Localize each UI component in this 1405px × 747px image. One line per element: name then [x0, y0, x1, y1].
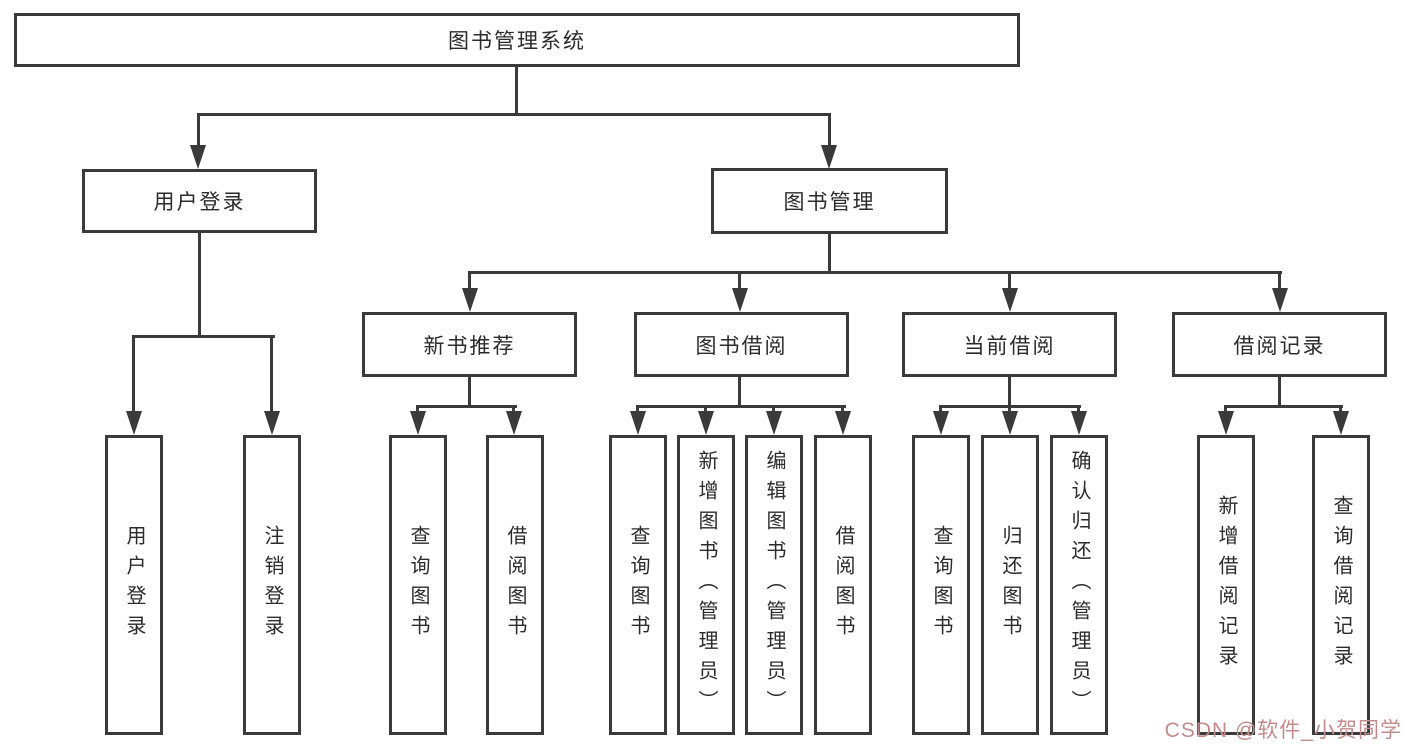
arrow-down-c2 — [698, 411, 714, 435]
connector-book-borrowing-stem — [738, 377, 741, 408]
arrow-down-c4 — [835, 411, 851, 435]
connector-drop-c2 — [704, 405, 707, 415]
leaf-label: 确认归还（管理员） — [1068, 450, 1090, 720]
connector-root-bar — [197, 113, 831, 116]
connector-drop-login-leaf — [132, 335, 135, 412]
arrow-down-login-leaf — [126, 411, 142, 435]
leaf-label: 新增借阅记录 — [1215, 495, 1237, 675]
node-borrowing-records: 借阅记录 — [1172, 312, 1387, 377]
connector-drop-book-management — [828, 113, 831, 147]
leaf-query-books-borrowing: 查询图书 — [609, 435, 667, 735]
connector-drop-c1 — [636, 405, 639, 415]
node-label: 用户登录 — [153, 191, 246, 214]
leaf-query-books-recommend: 查询图书 — [389, 435, 447, 735]
leaf-label: 借阅图书 — [832, 525, 854, 645]
leaf-add-borrow-record: 新增借阅记录 — [1197, 435, 1255, 735]
leaf-query-books-current: 查询图书 — [912, 435, 970, 735]
arrow-down-c3 — [766, 411, 782, 435]
leaf-label: 查询图书 — [407, 525, 429, 645]
node-book-management: 图书管理 — [711, 168, 948, 234]
connector-user-login-bar — [132, 335, 275, 338]
arrow-down-e1 — [1218, 411, 1234, 435]
node-label: 图书管理系统 — [448, 30, 586, 53]
connector-drop-c4 — [841, 405, 844, 415]
node-label: 图书管理 — [783, 191, 876, 214]
leaf-query-borrow-record: 查询借阅记录 — [1312, 435, 1370, 735]
node-new-book-recommend: 新书推荐 — [362, 312, 577, 377]
node-label: 图书借阅 — [695, 334, 788, 358]
leaf-add-books-admin: 新增图书（管理员） — [677, 435, 735, 735]
node-current-borrowing: 当前借阅 — [902, 312, 1117, 377]
leaf-label: 归还图书 — [999, 525, 1021, 645]
node-user-login: 用户登录 — [82, 169, 317, 233]
arrow-down-new-book — [462, 288, 478, 312]
connector-root-stem — [515, 67, 518, 116]
arrow-down-d1 — [933, 411, 949, 435]
connector-drop-e2 — [1339, 405, 1342, 415]
connector-drop-d1 — [939, 405, 942, 415]
leaf-confirm-return-admin: 确认归还（管理员） — [1050, 435, 1108, 735]
arrow-down-d3 — [1071, 411, 1087, 435]
connector-drop-d3 — [1077, 405, 1080, 415]
leaf-label: 查询图书 — [930, 525, 952, 645]
leaf-borrow-books: 借阅图书 — [814, 435, 872, 735]
arrow-down-b2 — [506, 411, 522, 435]
leaf-label: 查询借阅记录 — [1330, 495, 1352, 675]
connector-drop-b1 — [416, 405, 419, 415]
connector-drop-logout-leaf — [270, 335, 273, 412]
connector-new-book-bar — [416, 405, 517, 408]
connector-borrowing-records-stem — [1278, 377, 1281, 408]
leaf-label: 编辑图书（管理员） — [763, 450, 785, 720]
connector-drop-b2 — [512, 405, 515, 415]
arrow-down-book-borrowing — [732, 288, 748, 312]
leaf-label: 注销登录 — [261, 525, 283, 645]
csdn-watermark: CSDN @软件_小贺同学 — [1164, 719, 1402, 742]
connector-borrowing-records-bar — [1224, 405, 1343, 408]
connector-drop-d2 — [1008, 405, 1011, 415]
arrow-down-c1 — [630, 411, 646, 435]
arrow-down-borrowing-records — [1272, 288, 1288, 312]
node-label: 当前借阅 — [963, 334, 1056, 358]
connector-drop-e1 — [1224, 405, 1227, 415]
connector-drop-new-book — [468, 271, 471, 291]
arrow-down-book-management — [821, 145, 837, 169]
node-library-management-system: 图书管理系统 — [14, 13, 1020, 67]
connector-drop-book-borrowing — [738, 271, 741, 291]
connector-drop-borrowing-records — [1278, 271, 1281, 291]
connector-level2-bar — [468, 271, 1282, 274]
leaf-logout: 注销登录 — [243, 435, 301, 735]
connector-drop-c3 — [772, 405, 775, 415]
leaf-label: 用户登录 — [123, 525, 145, 645]
leaf-label: 借阅图书 — [504, 525, 526, 645]
arrow-down-b1 — [410, 411, 426, 435]
leaf-edit-books-admin: 编辑图书（管理员） — [745, 435, 803, 735]
leaf-user-login: 用户登录 — [105, 435, 163, 735]
leaf-return-books: 归还图书 — [981, 435, 1039, 735]
arrow-down-current-borrowing — [1002, 288, 1018, 312]
connector-drop-user-login — [197, 113, 200, 147]
arrow-down-d2 — [1002, 411, 1018, 435]
connector-new-book-stem — [468, 377, 471, 408]
connector-current-borrowing-stem — [1008, 377, 1011, 408]
connector-drop-current-borrowing — [1008, 271, 1011, 291]
node-label: 新书推荐 — [423, 334, 516, 358]
arrow-down-logout-leaf — [264, 411, 280, 435]
leaf-label: 新增图书（管理员） — [695, 450, 717, 720]
node-label: 借阅记录 — [1233, 334, 1326, 358]
leaf-label: 查询图书 — [627, 525, 649, 645]
node-book-borrowing: 图书借阅 — [634, 312, 849, 377]
connector-book-management-stem — [828, 234, 831, 274]
connector-user-login-stem — [198, 233, 201, 338]
leaf-borrow-books-recommend: 借阅图书 — [486, 435, 544, 735]
arrow-down-user-login — [190, 145, 206, 169]
connector-book-borrowing-bar — [636, 405, 846, 408]
arrow-down-e2 — [1333, 411, 1349, 435]
